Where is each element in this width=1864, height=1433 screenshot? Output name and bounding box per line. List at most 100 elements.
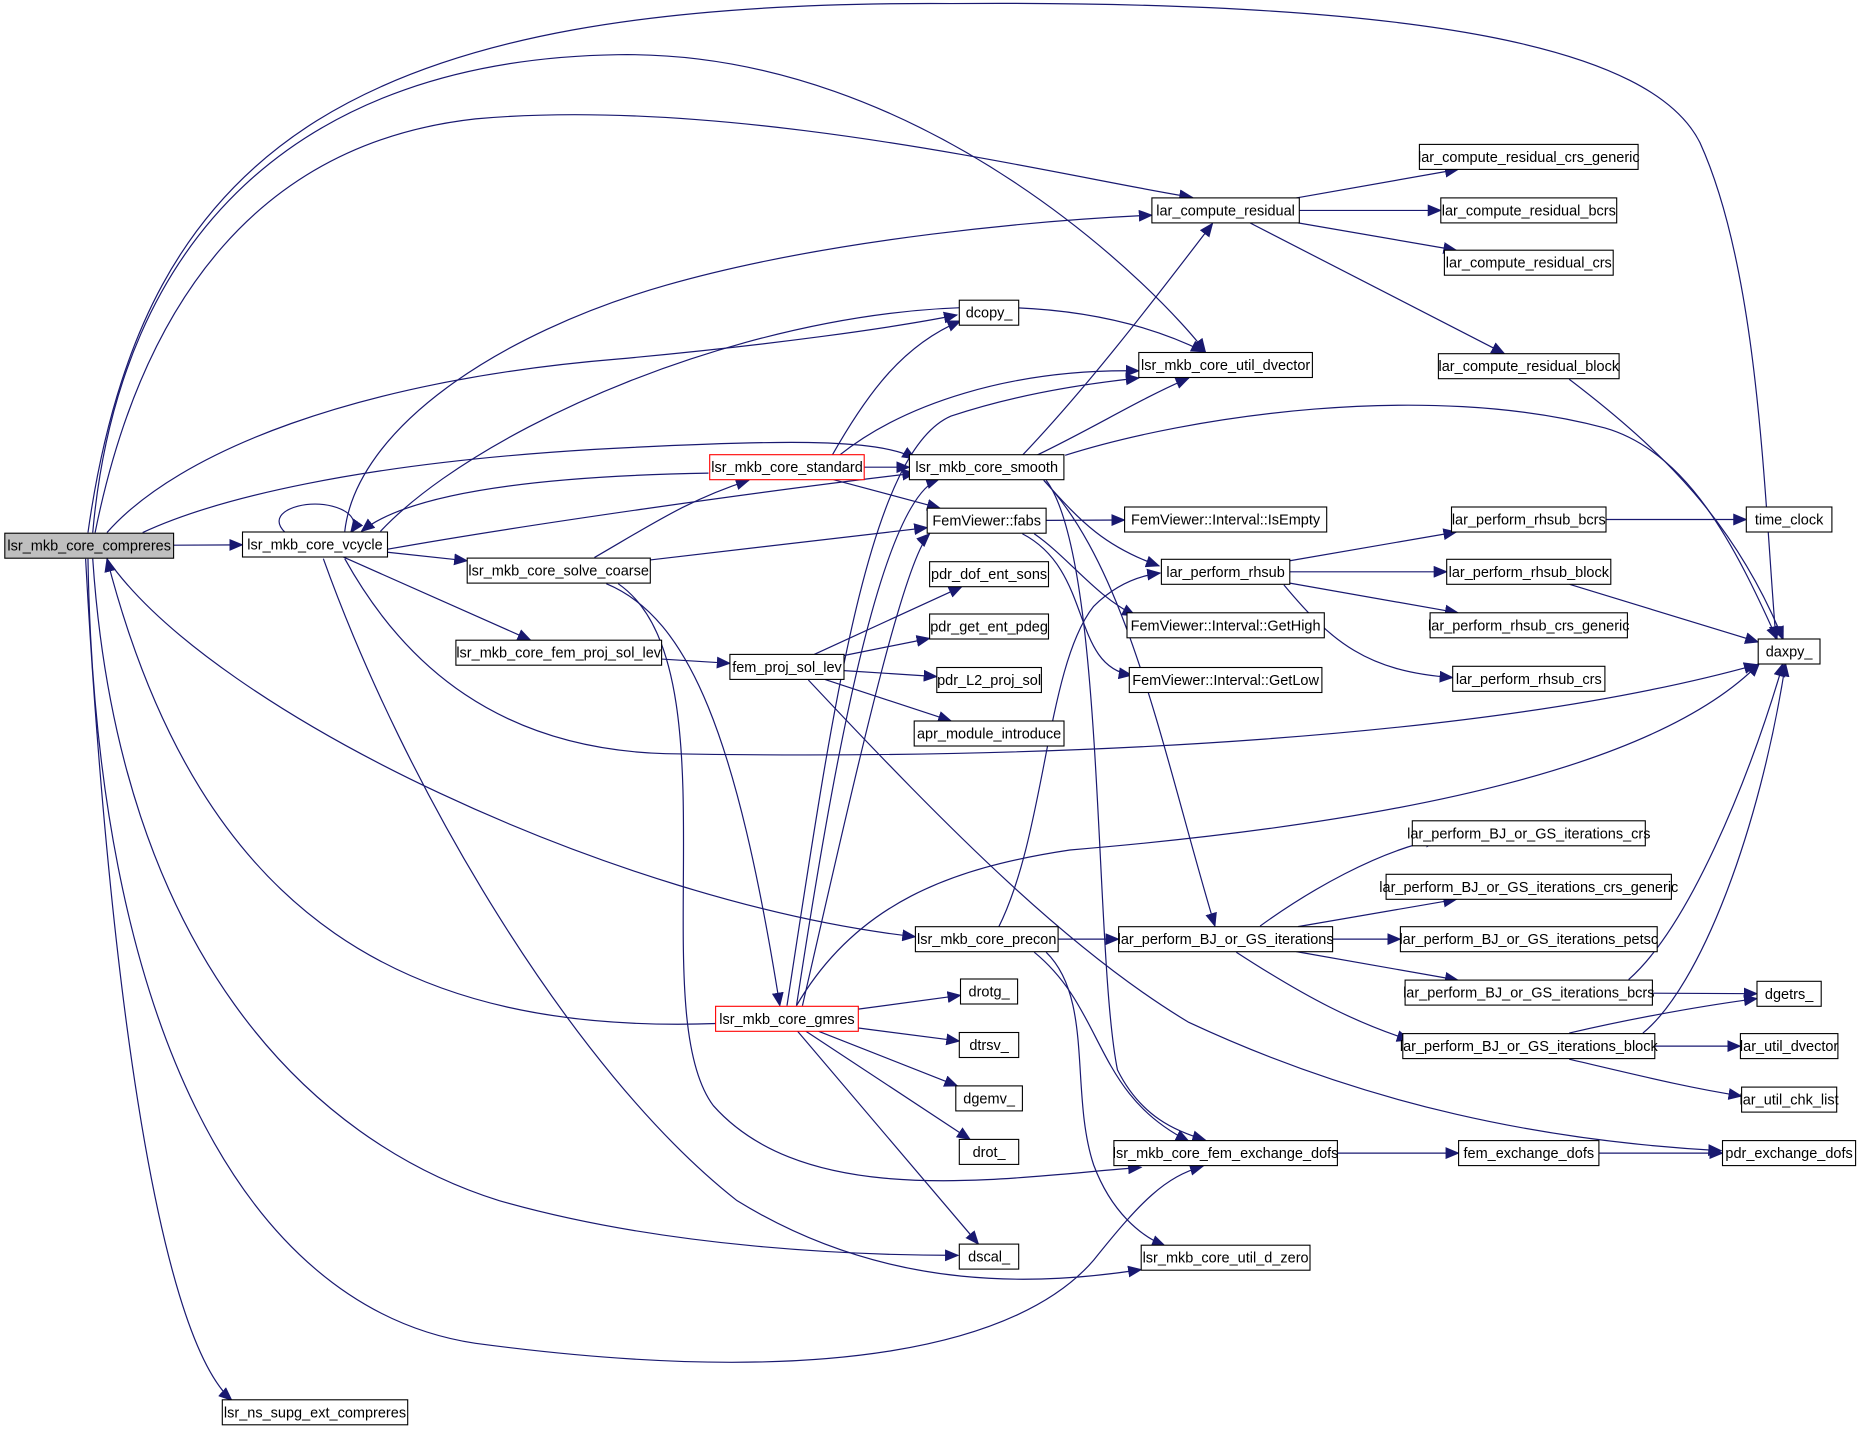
node-box [914,926,1059,953]
node-label: lar_perform_rhsub_block [1449,565,1610,581]
node-dtrsv[interactable]: dtrsv_ [958,1031,1020,1059]
edge-vcycle-to-util_dvector [380,307,1206,531]
node-isempty[interactable]: FemViewer::Interval::IsEmpty [1124,506,1328,533]
node-label: lsr_mkb_core_fem_exchange_dofs [1113,1146,1339,1162]
edge-precon-to-rhsub [999,568,1162,927]
node-bjgs[interactable]: lar_perform_BJ_or_GS_iterations [1118,926,1334,953]
node-label: pdr_exchange_dofs [1725,1146,1852,1162]
node-fem-proj[interactable]: fem_proj_sol_lev [729,653,845,680]
node-apr-mod[interactable]: apr_module_introduce [913,720,1065,747]
node-bj-block[interactable]: lar_perform_BJ_or_GS_iterations_block [1400,1033,1659,1060]
node-cr-bcrs[interactable]: lar_compute_residual_bcrs [1440,197,1618,224]
node-cr-crs[interactable]: lar_compute_residual_crs [1443,249,1614,276]
node-lar-util-dvector[interactable]: lar_util_dvector [1739,1033,1839,1060]
node-box [1443,249,1614,276]
edge-fabs-to-gethigh [1034,534,1137,616]
node-label: lar_util_dvector [1740,1039,1838,1055]
node-label: lar_perform_BJ_or_GS_iterations_block [1400,1039,1659,1055]
node-pdr-l2[interactable]: pdr_L2_proj_sol [936,666,1042,694]
node-rh-crs[interactable]: lar_perform_rhsub_crs [1452,665,1606,692]
node-solve-coarse[interactable]: lsr_mkb_core_solve_coarse [466,557,651,584]
node-precon[interactable]: lsr_mkb_core_precon [914,926,1059,953]
node-getlow[interactable]: FemViewer::Interval::GetLow [1128,666,1323,694]
node-box [958,299,1020,326]
node-time-clock[interactable]: time_clock [1745,506,1833,533]
node-daxpy[interactable]: daxpy_ [1757,638,1821,665]
node-label: lsr_mkb_core_compreres [7,539,171,555]
node-drot[interactable]: drot_ [958,1138,1020,1165]
node-label: lsr_mkb_core_fem_proj_sol_lev [456,646,661,662]
node-rh-bcrs[interactable]: lar_perform_rhsub_bcrs [1450,506,1607,533]
node-box [1404,979,1653,1006]
node-label: FemViewer::fabs [932,514,1041,530]
node-pdr-get[interactable]: pdr_get_ent_pdeg [929,613,1050,640]
edge-gmres-to-smooth [796,477,941,1006]
node-box [1385,873,1672,900]
node-vcycle[interactable]: lsr_mkb_core_vcycle [241,531,389,558]
node-util-dvector[interactable]: lsr_mkb_core_util_dvector [1138,351,1313,379]
edge-compreres-to-precon [107,559,917,942]
node-dgetrs[interactable]: dgetrs_ [1756,980,1822,1007]
node-bj-bcrs[interactable]: lar_perform_BJ_or_GS_iterations_bcrs [1403,979,1655,1006]
node-label: lar_perform_BJ_or_GS_iterations_bcrs [1403,986,1654,1002]
node-label: lar_perform_rhsub [1166,565,1284,581]
node-lar-util-chk[interactable]: lar_util_chk_list [1740,1086,1839,1113]
node-label: lar_util_chk_list [1740,1093,1839,1109]
node-box [1140,1244,1311,1271]
node-label: dgemv_ [963,1091,1016,1107]
node-box [1160,558,1291,585]
node-label: FemViewer::Interval::GetLow [1132,673,1319,689]
edge-fabs-to-getlow [1022,534,1133,680]
node-box [1118,926,1334,953]
node-fabs[interactable]: FemViewer::fabs [926,507,1047,534]
node-label: lar_perform_BJ_or_GS_iterations_crs_gene… [1379,880,1678,896]
node-compute-res[interactable]: lar_compute_residual [1151,197,1300,224]
edge-bjgs-to-bj_block [1236,952,1412,1042]
edge-precon-to-fem_exch [1034,952,1190,1141]
node-label: time_clock [1755,513,1824,529]
edge-bjgs-to-bj_crs_gen [1298,895,1458,926]
node-fem-proj-sol-lev[interactable]: lsr_mkb_core_fem_proj_sol_lev [455,639,663,666]
node-gethigh[interactable]: FemViewer::Interval::GetHigh [1126,612,1325,639]
node-standard[interactable]: lsr_mkb_core_standard [709,454,865,481]
node-box [1113,1140,1338,1167]
node-label: FemViewer::Interval::IsEmpty [1131,513,1321,529]
node-dgemv[interactable]: dgemv_ [955,1085,1023,1112]
node-box [4,532,175,559]
node-ns-supg[interactable]: lsr_ns_supg_ext_compreres [221,1399,409,1426]
edge-vcycle-to-daxpy [345,559,1759,755]
node-smooth[interactable]: lsr_mkb_core_smooth [908,454,1065,481]
node-rhsub[interactable]: lar_perform_rhsub [1160,558,1291,585]
node-box [1721,1140,1857,1167]
edge-standard-to-fabs [834,480,942,511]
node-bj-crs-gen[interactable]: lar_perform_BJ_or_GS_iterations_crs_gene… [1379,873,1678,900]
node-label: pdr_L2_proj_sol [937,673,1041,689]
node-d-zero[interactable]: lsr_mkb_core_util_d_zero [1140,1244,1311,1271]
edge-vcycle-to-d_zero [323,559,1143,1280]
edge-fem_proj-to-pdr_l2 [844,669,938,682]
node-pdr-exch[interactable]: pdr_exchange_dofs [1721,1140,1857,1167]
node-dcopy[interactable]: dcopy_ [958,299,1020,326]
edge-compreres-to-util_dvector [93,55,1207,533]
node-box [955,1085,1023,1112]
node-fem-exch2[interactable]: fem_exchange_dofs [1458,1140,1600,1167]
node-bj-petsc[interactable]: lar_perform_BJ_or_GS_iterations_petsc [1399,926,1658,953]
node-pdr-dof[interactable]: pdr_dof_ent_sons [929,561,1050,588]
edge-gmres-to-dgemv [819,1031,959,1087]
node-gmres[interactable]: lsr_mkb_core_gmres [715,1005,859,1032]
node-rh-block[interactable]: lar_perform_rhsub_block [1446,558,1612,585]
node-label: lar_perform_rhsub_crs [1456,672,1602,688]
node-label: dtrsv_ [969,1038,1009,1054]
node-cr-crs-gen[interactable]: lar_compute_residual_crs_generic [1418,143,1640,170]
node-dscal[interactable]: dscal_ [958,1243,1020,1270]
node-cr-block[interactable]: lar_compute_residual_block [1437,353,1620,380]
node-fem-exch[interactable]: lsr_mkb_core_fem_exchange_dofs [1113,1140,1339,1167]
node-box [466,557,651,584]
edge-rhsub-to-rh_crs_gen [1290,583,1460,617]
node-bj-crs[interactable]: lar_perform_BJ_or_GS_iterations_crs [1407,820,1650,847]
node-box [929,561,1050,588]
node-rh-crs-gen[interactable]: lar_perform_rhsub_crs_generic [1428,612,1630,639]
node-drotg[interactable]: drotg_ [959,978,1019,1005]
node-compreres[interactable]: lsr_mkb_core_compreres [4,532,175,559]
